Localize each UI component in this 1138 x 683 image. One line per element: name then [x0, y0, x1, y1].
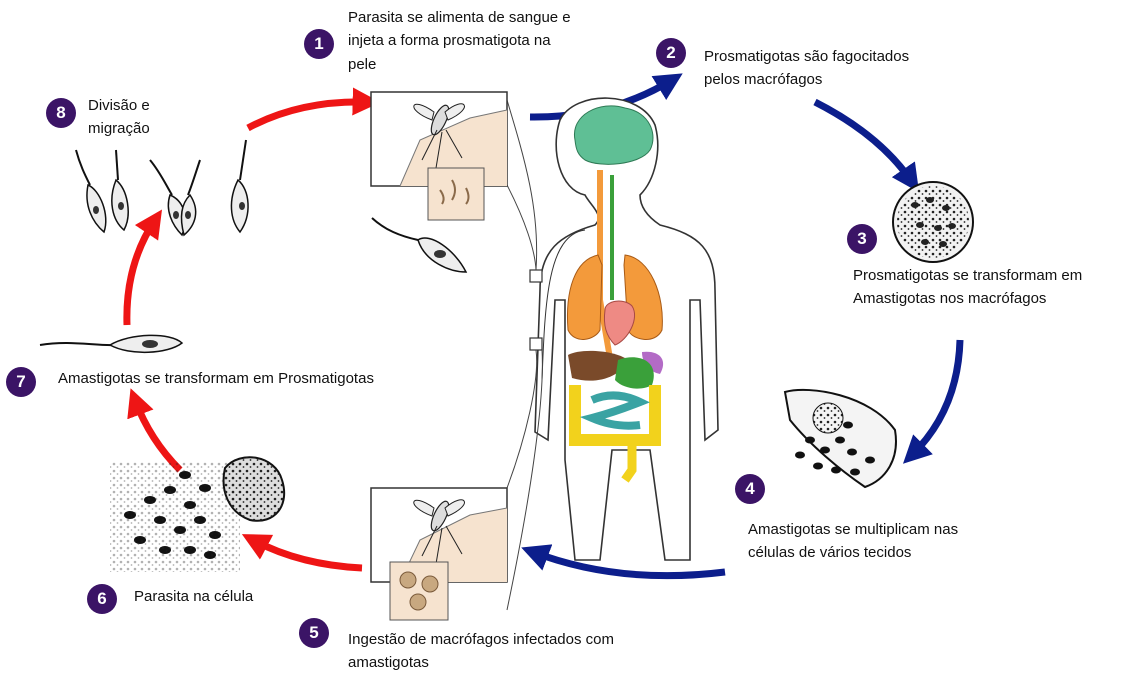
arrow-7-to-8	[127, 220, 155, 325]
step-7-label: Amastigotas se transformam em Prosmatigo…	[58, 367, 374, 390]
step-3-badge: 3	[847, 224, 877, 254]
human-body-icon	[507, 98, 718, 610]
macrophage-icon	[893, 182, 973, 262]
step-8-label: Divisão e migração	[88, 94, 150, 141]
promastigote-elongated	[40, 335, 182, 352]
arrow-3-to-4	[912, 340, 960, 455]
promastigote-icon	[372, 218, 466, 272]
step-3-label: Prosmatigotas se transformam em Amastigo…	[853, 264, 1082, 311]
arrow-5-to-6	[253, 540, 362, 568]
ruptured-cell-amastigotes	[110, 457, 284, 572]
arrow-6-to-7	[135, 400, 180, 470]
step-8-badge: 8	[46, 98, 76, 128]
step-5-label: Ingestão de macrófagos infectados com am…	[348, 628, 614, 675]
step-5-badge: 5	[299, 618, 329, 648]
arrow-4-to-5	[533, 552, 725, 576]
step-1-badge: 1	[304, 29, 334, 59]
infected-tissue-cell	[785, 390, 896, 487]
step-1-label: Parasita se alimenta de sangue e injeta …	[348, 6, 571, 76]
step-4-label: Amastigotas se multiplicam nas células d…	[748, 518, 958, 565]
brain	[574, 106, 653, 164]
step-6-badge: 6	[87, 584, 117, 614]
arrow-8-to-1	[248, 102, 368, 128]
step-7-badge: 7	[6, 367, 36, 397]
sandfly-ingestion-box	[371, 488, 507, 620]
step-6-label: Parasita na célula	[134, 585, 253, 608]
dividing-promastigotes	[76, 140, 248, 235]
sandfly-feeding-box	[371, 92, 507, 220]
step-2-label: Prosmatigotas são fagocitados pelos macr…	[704, 45, 909, 92]
arrow-2-to-3	[815, 102, 912, 182]
step-4-badge: 4	[735, 474, 765, 504]
step-2-badge: 2	[656, 38, 686, 68]
